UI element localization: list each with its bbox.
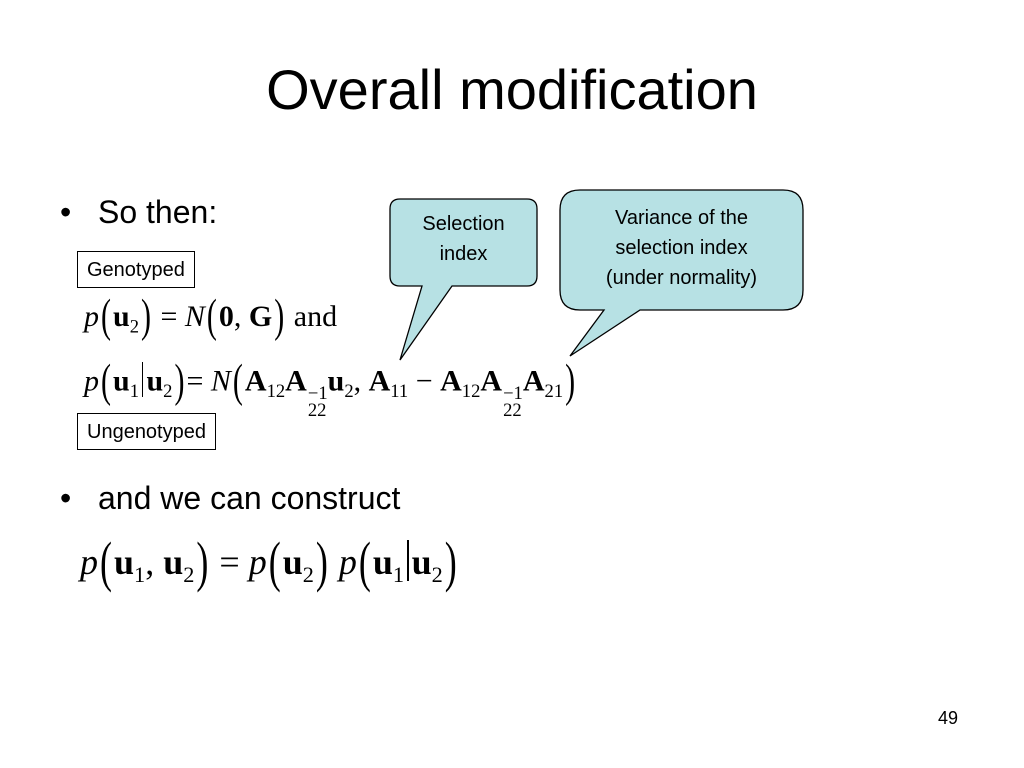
selection-index-callout-bubble bbox=[389, 198, 538, 361]
callout-line: Variance of the bbox=[614, 207, 749, 229]
equation-connector: and bbox=[293, 300, 338, 333]
ungenotyped-label: Ungenotyped bbox=[77, 413, 216, 450]
bullet-so-then: • So then: bbox=[60, 196, 217, 228]
callout-line: selection index bbox=[615, 237, 748, 259]
bullet-construct: • and we can construct bbox=[60, 482, 400, 514]
bullet-text: and we can construct bbox=[98, 480, 401, 516]
genotyped-label: Genotyped bbox=[77, 251, 195, 288]
slide-title: Overall modification bbox=[266, 58, 758, 121]
callout-line: (under normality) bbox=[605, 267, 758, 289]
callout-line: Selection bbox=[422, 213, 505, 235]
variance-callout-bubble bbox=[559, 189, 804, 357]
bullet-text: So then: bbox=[98, 194, 218, 230]
bullet-dot: • bbox=[60, 194, 72, 230]
callout-line: index bbox=[439, 243, 488, 265]
variance-callout-text: Variance of the selection index (under n… bbox=[560, 203, 803, 293]
selection-index-callout-text: Selection index bbox=[390, 209, 537, 269]
page-number: 49 bbox=[938, 708, 959, 728]
equation-genotyped: p(u2) = N(0, G) and bbox=[84, 290, 338, 342]
bullet-dot: • bbox=[60, 480, 72, 516]
